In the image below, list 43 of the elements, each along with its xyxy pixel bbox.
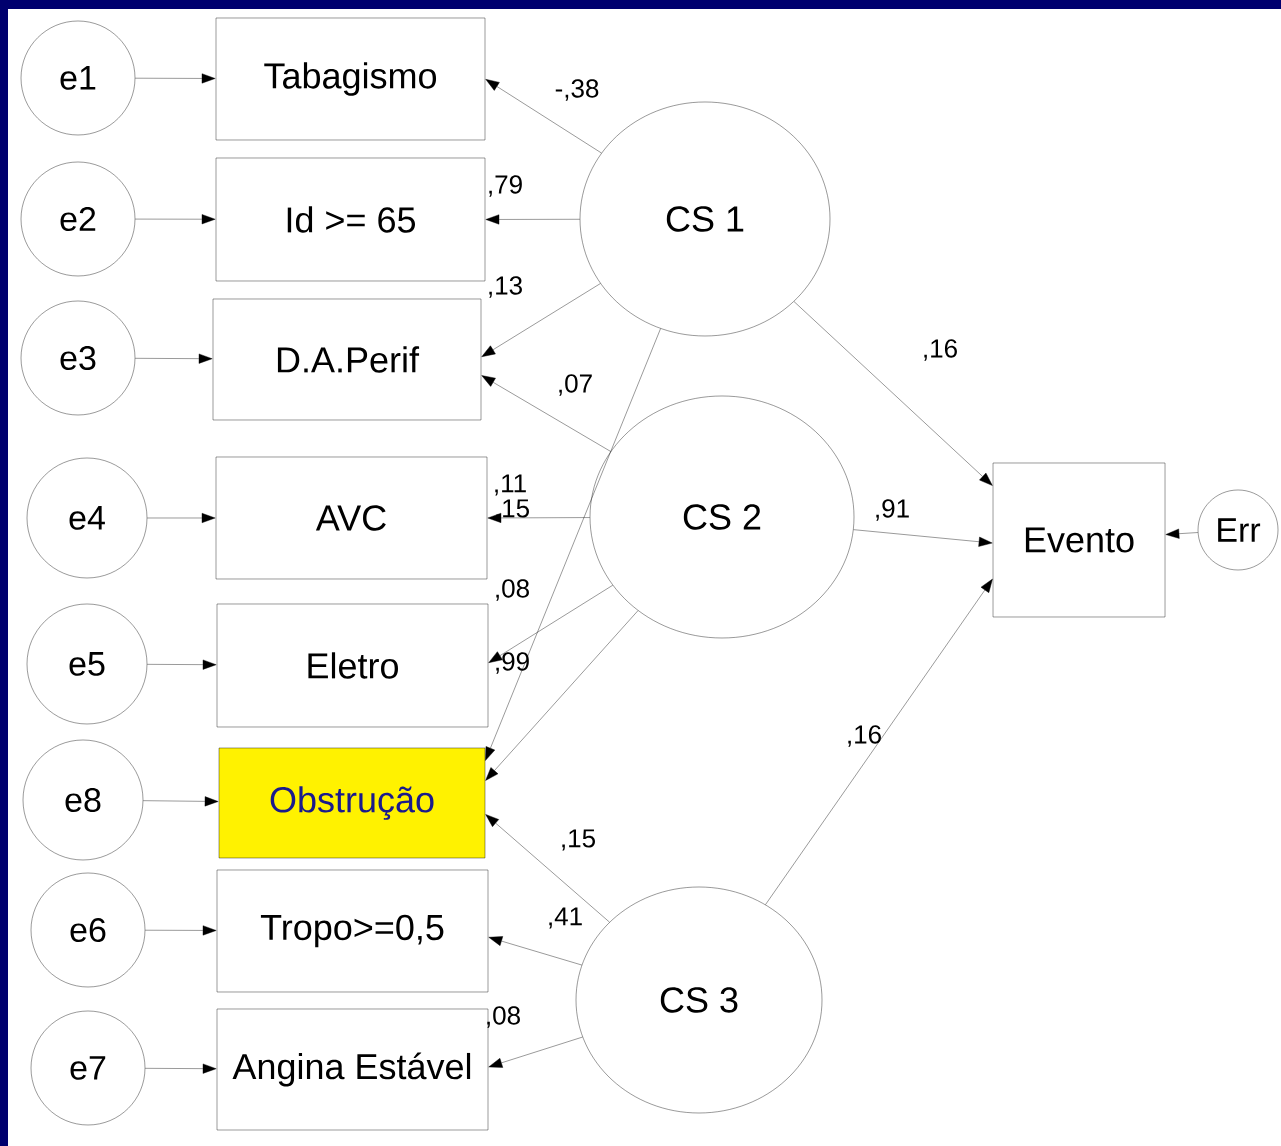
coefficient-label: ,08	[487, 1006, 520, 1028]
arrow	[135, 353, 213, 364]
arrow	[145, 925, 217, 936]
arrow	[487, 512, 591, 523]
arrow	[765, 578, 993, 905]
arrow	[143, 796, 219, 807]
coefficient-label: ,15	[562, 829, 595, 851]
variable-box: Tabagismo	[215, 17, 486, 141]
coefficient-label: ,11	[495, 474, 526, 496]
arrow	[147, 659, 217, 670]
coefficient-label: ,99	[496, 652, 529, 674]
arrow	[485, 79, 602, 154]
coefficient-label: ,79	[489, 175, 522, 197]
arrow	[485, 610, 639, 781]
arrow	[481, 375, 611, 452]
variable-box: Eletro	[216, 603, 489, 728]
arrow	[488, 936, 583, 966]
arrow	[145, 1063, 217, 1074]
arrow	[1165, 528, 1199, 539]
coefficient-label: ,13	[489, 276, 522, 298]
arrow	[135, 73, 216, 84]
arrow	[488, 585, 613, 663]
arrow	[135, 214, 216, 225]
variable-box: Evento	[992, 462, 1166, 618]
variable-box: Obstrução	[218, 747, 486, 859]
arrow	[485, 214, 580, 225]
coefficient-label: ,91	[876, 499, 909, 521]
coefficient-label: -,38	[555, 79, 599, 101]
variable-box: Tropo>=0,5	[216, 869, 489, 993]
arrow	[793, 301, 993, 486]
variable-box: AVC	[215, 456, 488, 580]
arrow	[485, 814, 610, 923]
arrow	[485, 328, 661, 761]
arrow	[481, 283, 601, 357]
coefficient-label: ,16	[924, 339, 957, 361]
coefficient-label: ,08	[496, 579, 529, 601]
coefficient-label: ,16	[848, 725, 881, 747]
variable-box: Id >= 65	[215, 157, 486, 282]
arrow	[853, 529, 993, 547]
arrow	[147, 513, 216, 523]
coefficient-label: ,07	[559, 374, 592, 396]
arrow	[488, 1036, 583, 1068]
variable-box: D.A.Perif	[212, 298, 482, 421]
